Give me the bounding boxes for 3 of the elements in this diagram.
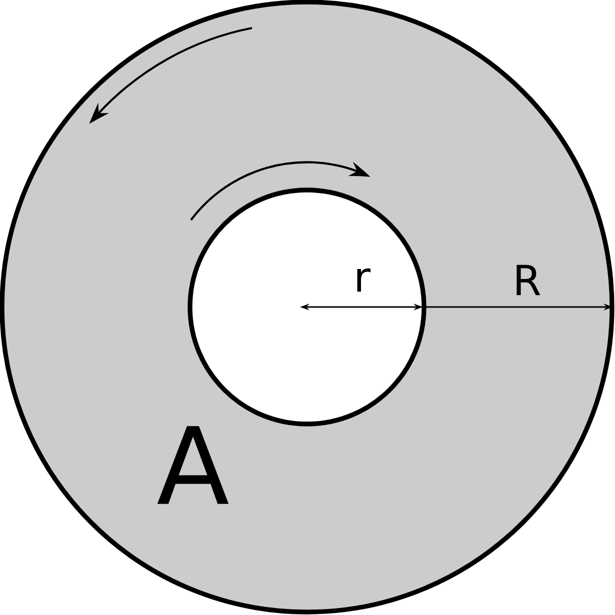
dimension-label: r: [357, 268, 370, 292]
dimension-label: R: [516, 264, 540, 296]
region-label: A: [157, 426, 229, 504]
